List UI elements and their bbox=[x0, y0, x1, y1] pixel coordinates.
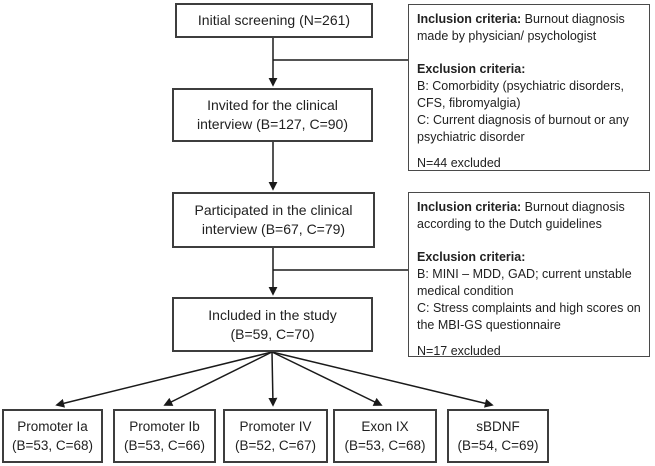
outcome-counts: (B=52, C=67) bbox=[234, 438, 317, 453]
outcome-name: Promoter Ia bbox=[17, 419, 88, 434]
exclusion-item-c: C: Stress complaints and high scores on … bbox=[417, 301, 641, 332]
inclusion-criteria: Inclusion criteria: Burnout diagnosis ac… bbox=[417, 199, 641, 233]
outcome-box-promoter-ib: Promoter Ib (B=53, C=66) bbox=[113, 409, 216, 463]
outcome-counts: (B=54, C=69) bbox=[457, 438, 539, 453]
excluded-count: N=17 excluded bbox=[417, 344, 501, 358]
flow-box-participated-interview: Participated in the clinical interview (… bbox=[172, 192, 375, 248]
flow-box-initial-screening: Initial screening (N=261) bbox=[175, 3, 373, 38]
outcome-box-promoter-ia: Promoter Ia (B=53, C=68) bbox=[2, 409, 103, 463]
flow-box-included-in-study: Included in the study (B=59, C=70) bbox=[172, 297, 373, 352]
flow-box-text: (B=59, C=70) bbox=[230, 325, 315, 342]
inclusion-text: Burnout diagnosis according to the Dutch… bbox=[417, 200, 625, 231]
criteria-box-interview: Inclusion criteria: Burnout diagnosis ac… bbox=[408, 192, 650, 358]
flow-box-text: interview (B=67, C=79) bbox=[201, 221, 346, 237]
outcome-counts: (B=53, C=68) bbox=[11, 438, 94, 453]
flow-box-text: Invited for the clinical bbox=[207, 97, 338, 113]
flow-box-text: Participated in the clinical bbox=[194, 202, 353, 218]
outcome-name: sBDNF bbox=[476, 419, 520, 434]
outcome-box-exon-ix: Exon IX (B=53, C=68) bbox=[333, 409, 437, 463]
outcome-name: Promoter IV bbox=[239, 419, 312, 434]
inclusion-text: Burnout diagnosis made by physician/ psy… bbox=[417, 12, 625, 43]
inclusion-criteria: Inclusion criteria: Burnout diagnosis ma… bbox=[417, 11, 641, 45]
flow-box-invited-interview: Invited for the clinical interview (B=12… bbox=[172, 88, 373, 142]
inclusion-label: Inclusion criteria: bbox=[417, 12, 522, 26]
exclusion-label: Exclusion criteria: bbox=[417, 62, 526, 76]
excluded-count: N=44 excluded bbox=[417, 156, 501, 170]
flow-box-text: Initial screening (N=261) bbox=[197, 12, 351, 28]
exclusion-label: Exclusion criteria: bbox=[417, 250, 526, 264]
outcome-counts: (B=53, C=68) bbox=[344, 438, 426, 453]
exclusion-item-c: C: Current diagnosis of burnout or any p… bbox=[417, 113, 629, 144]
flow-box-text: interview (B=127, C=90) bbox=[197, 116, 348, 132]
exclusion-item-b: B: MINI – MDD, GAD; current unstable med… bbox=[417, 267, 632, 298]
flow-box-text: Included in the study bbox=[208, 306, 337, 323]
outcome-name: Exon IX bbox=[361, 419, 409, 434]
inclusion-label: Inclusion criteria: bbox=[417, 200, 522, 214]
outcome-counts: (B=53, C=66) bbox=[123, 438, 206, 453]
outcome-name: Promoter Ib bbox=[129, 419, 200, 434]
criteria-box-screening: Inclusion criteria: Burnout diagnosis ma… bbox=[408, 4, 650, 171]
outcome-box-sbdnf: sBDNF (B=54, C=69) bbox=[447, 409, 549, 463]
outcome-box-promoter-iv: Promoter IV (B=52, C=67) bbox=[223, 409, 328, 463]
exclusion-item-b: B: Comorbidity (psychiatric disorders, C… bbox=[417, 79, 625, 110]
